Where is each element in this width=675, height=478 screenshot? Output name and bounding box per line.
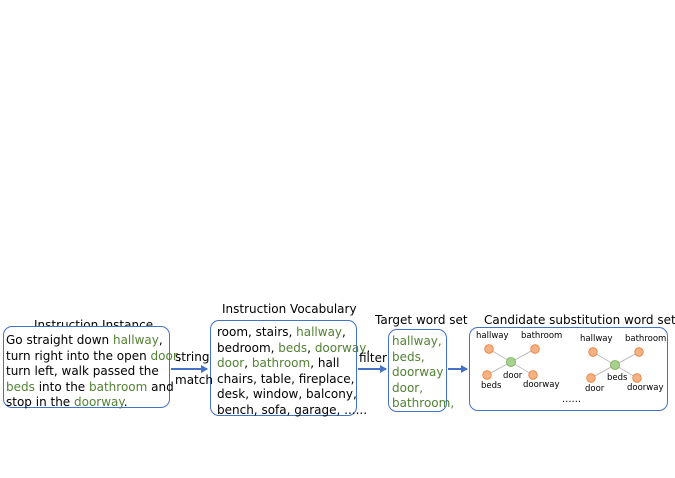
highlighted-word: door [217, 356, 245, 370]
target-word: bathroom, [392, 396, 455, 410]
graph-node [588, 347, 598, 357]
instruction-vocabulary-box [210, 320, 357, 416]
graph-node [528, 370, 538, 380]
instruction-instance-box [3, 326, 170, 408]
text-line: bench, sofa, garage, ...... [217, 403, 370, 419]
highlighted-word: door [150, 348, 178, 363]
string-match-label-bottom: match [175, 373, 213, 387]
highlighted-word: doorway [314, 340, 367, 355]
graph-node-label: hallway [580, 334, 613, 344]
text-segment: , [244, 356, 252, 370]
graph-node [482, 370, 492, 380]
text-segment: bedroom, [217, 340, 279, 355]
graph-node [484, 344, 494, 354]
candidate-set-title: Candidate substitution word set [484, 313, 675, 327]
highlighted-word: beds [6, 379, 35, 394]
candidate-set-box [469, 327, 668, 411]
text-segment: , [366, 340, 371, 355]
graph-node [632, 373, 642, 383]
target-word: doorway [392, 365, 444, 379]
graph-node-label: door [585, 384, 605, 394]
highlighted-word: bathroom [251, 356, 311, 370]
text-line: desk, window, balcony, [217, 387, 370, 403]
highlighted-word: hallway [112, 333, 159, 347]
graph-node-label: doorway [627, 383, 663, 393]
graph-node-label: bathroom [521, 331, 562, 341]
graph-node [530, 344, 540, 354]
instruction-vocabulary-text: room, stairs, hallway,bedroom, beds, doo… [217, 325, 370, 418]
graph-node-label: doorway [523, 380, 559, 390]
text-segment: , hall [310, 356, 340, 370]
text-segment: into the [34, 379, 89, 394]
text-line: turn left, walk passed the [6, 364, 182, 380]
text-segment: , [158, 333, 163, 347]
text-segment: , [342, 325, 346, 339]
text-line: door, bathroom, hall [217, 356, 370, 372]
highlighted-word: beds [278, 340, 308, 355]
graph-center-label: beds [607, 373, 628, 383]
text-segment: . [123, 395, 128, 409]
text-segment: turn left, walk passed the [6, 364, 159, 378]
text-line: bedroom, beds, doorway, [217, 341, 370, 357]
graph-center-label: door [503, 371, 523, 381]
instruction-instance-text: Go straight down hallway,turn right into… [6, 333, 182, 411]
filter-label: filter [359, 351, 387, 365]
text-line: turn right into the open door, [6, 349, 182, 365]
graph-node-label: hallway [476, 331, 509, 341]
target-word: hallway, [392, 334, 442, 348]
text-segment: room, stairs, [217, 325, 297, 339]
text-line: room, stairs, hallway, [217, 325, 370, 341]
text-segment: Go straight down [6, 333, 113, 347]
text-segment: desk, window, balcony, [217, 387, 357, 401]
graph-node [634, 347, 644, 357]
text-segment: chairs, table, fireplace, [217, 371, 355, 386]
text-line: chairs, table, fireplace, [217, 372, 370, 388]
graph-node-label: bathroom [625, 334, 666, 344]
target-word: door, [392, 380, 424, 395]
text-segment: , [307, 340, 315, 355]
text-line: stop in the doorway. [6, 395, 182, 411]
text-segment: and [147, 379, 174, 394]
text-segment: bench, sofa, garage, ...... [217, 402, 368, 417]
text-line: beds into the bathroom and [6, 380, 182, 396]
text-line: Go straight down hallway, [6, 333, 182, 349]
graph-node [586, 373, 596, 383]
graph-node-label: beds [481, 381, 502, 391]
string-match-label-top: string [175, 350, 210, 364]
text-segment: , [177, 348, 182, 363]
highlighted-word: hallway [296, 325, 343, 339]
highlighted-word: bathroom [89, 379, 148, 394]
graph-center-node [506, 357, 516, 367]
candidate-ellipsis: ...... [562, 394, 581, 405]
graph-center-node [610, 360, 620, 370]
target-word-set-title: Target word set [375, 313, 468, 327]
text-segment: turn right into the open [6, 348, 151, 363]
text-segment: stop in the [6, 395, 74, 409]
target-word: beds, [392, 349, 425, 364]
highlighted-word: doorway [74, 395, 124, 409]
instruction-vocabulary-title: Instruction Vocabulary [222, 302, 357, 316]
target-word-set-box [388, 329, 447, 412]
